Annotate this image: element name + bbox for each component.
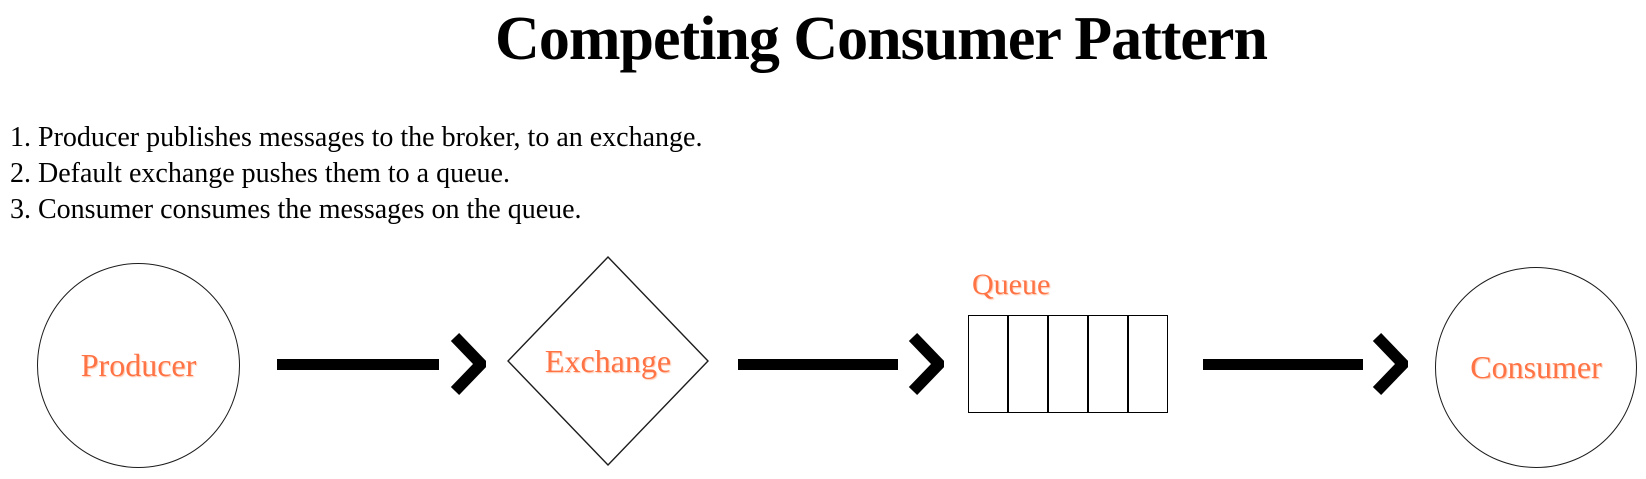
diamond-shape-icon (507, 256, 709, 466)
queue-slot (1048, 315, 1088, 413)
exchange-node: Exchange (507, 256, 709, 466)
consumer-label: Consumer (1470, 349, 1602, 385)
queue-slot (1088, 315, 1128, 413)
queue-slot (968, 315, 1008, 413)
queue-slot (1128, 315, 1168, 413)
consumer-node: Consumer (1435, 267, 1637, 468)
arrow-shaft-1 (277, 359, 439, 370)
producer-node: Producer (37, 263, 240, 468)
queue-slot (1008, 315, 1048, 413)
exchange-label: Exchange (544, 342, 672, 379)
title-row: Competing Consumer Pattern (0, 8, 1646, 70)
queue-node (968, 315, 1168, 413)
step-item-3: 3. Consumer consumes the messages on the… (10, 194, 582, 225)
producer-label: Producer (80, 347, 197, 383)
step-item-1: 1. Producer publishes messages to the br… (10, 122, 703, 153)
arrow-shaft-2 (738, 359, 898, 370)
step-item-2: 2. Default exchange pushes them to a que… (10, 158, 510, 189)
page-title: Competing Consumer Pattern (495, 5, 1268, 73)
arrow-head-icon-2 (908, 333, 944, 395)
arrow-head-icon-1 (450, 333, 486, 395)
arrow-head-icon-3 (1372, 333, 1408, 395)
arrow-shaft-3 (1203, 359, 1363, 370)
steps-list: 1. Producer publishes messages to the br… (10, 120, 702, 228)
queue-label: Queue (972, 268, 1051, 301)
